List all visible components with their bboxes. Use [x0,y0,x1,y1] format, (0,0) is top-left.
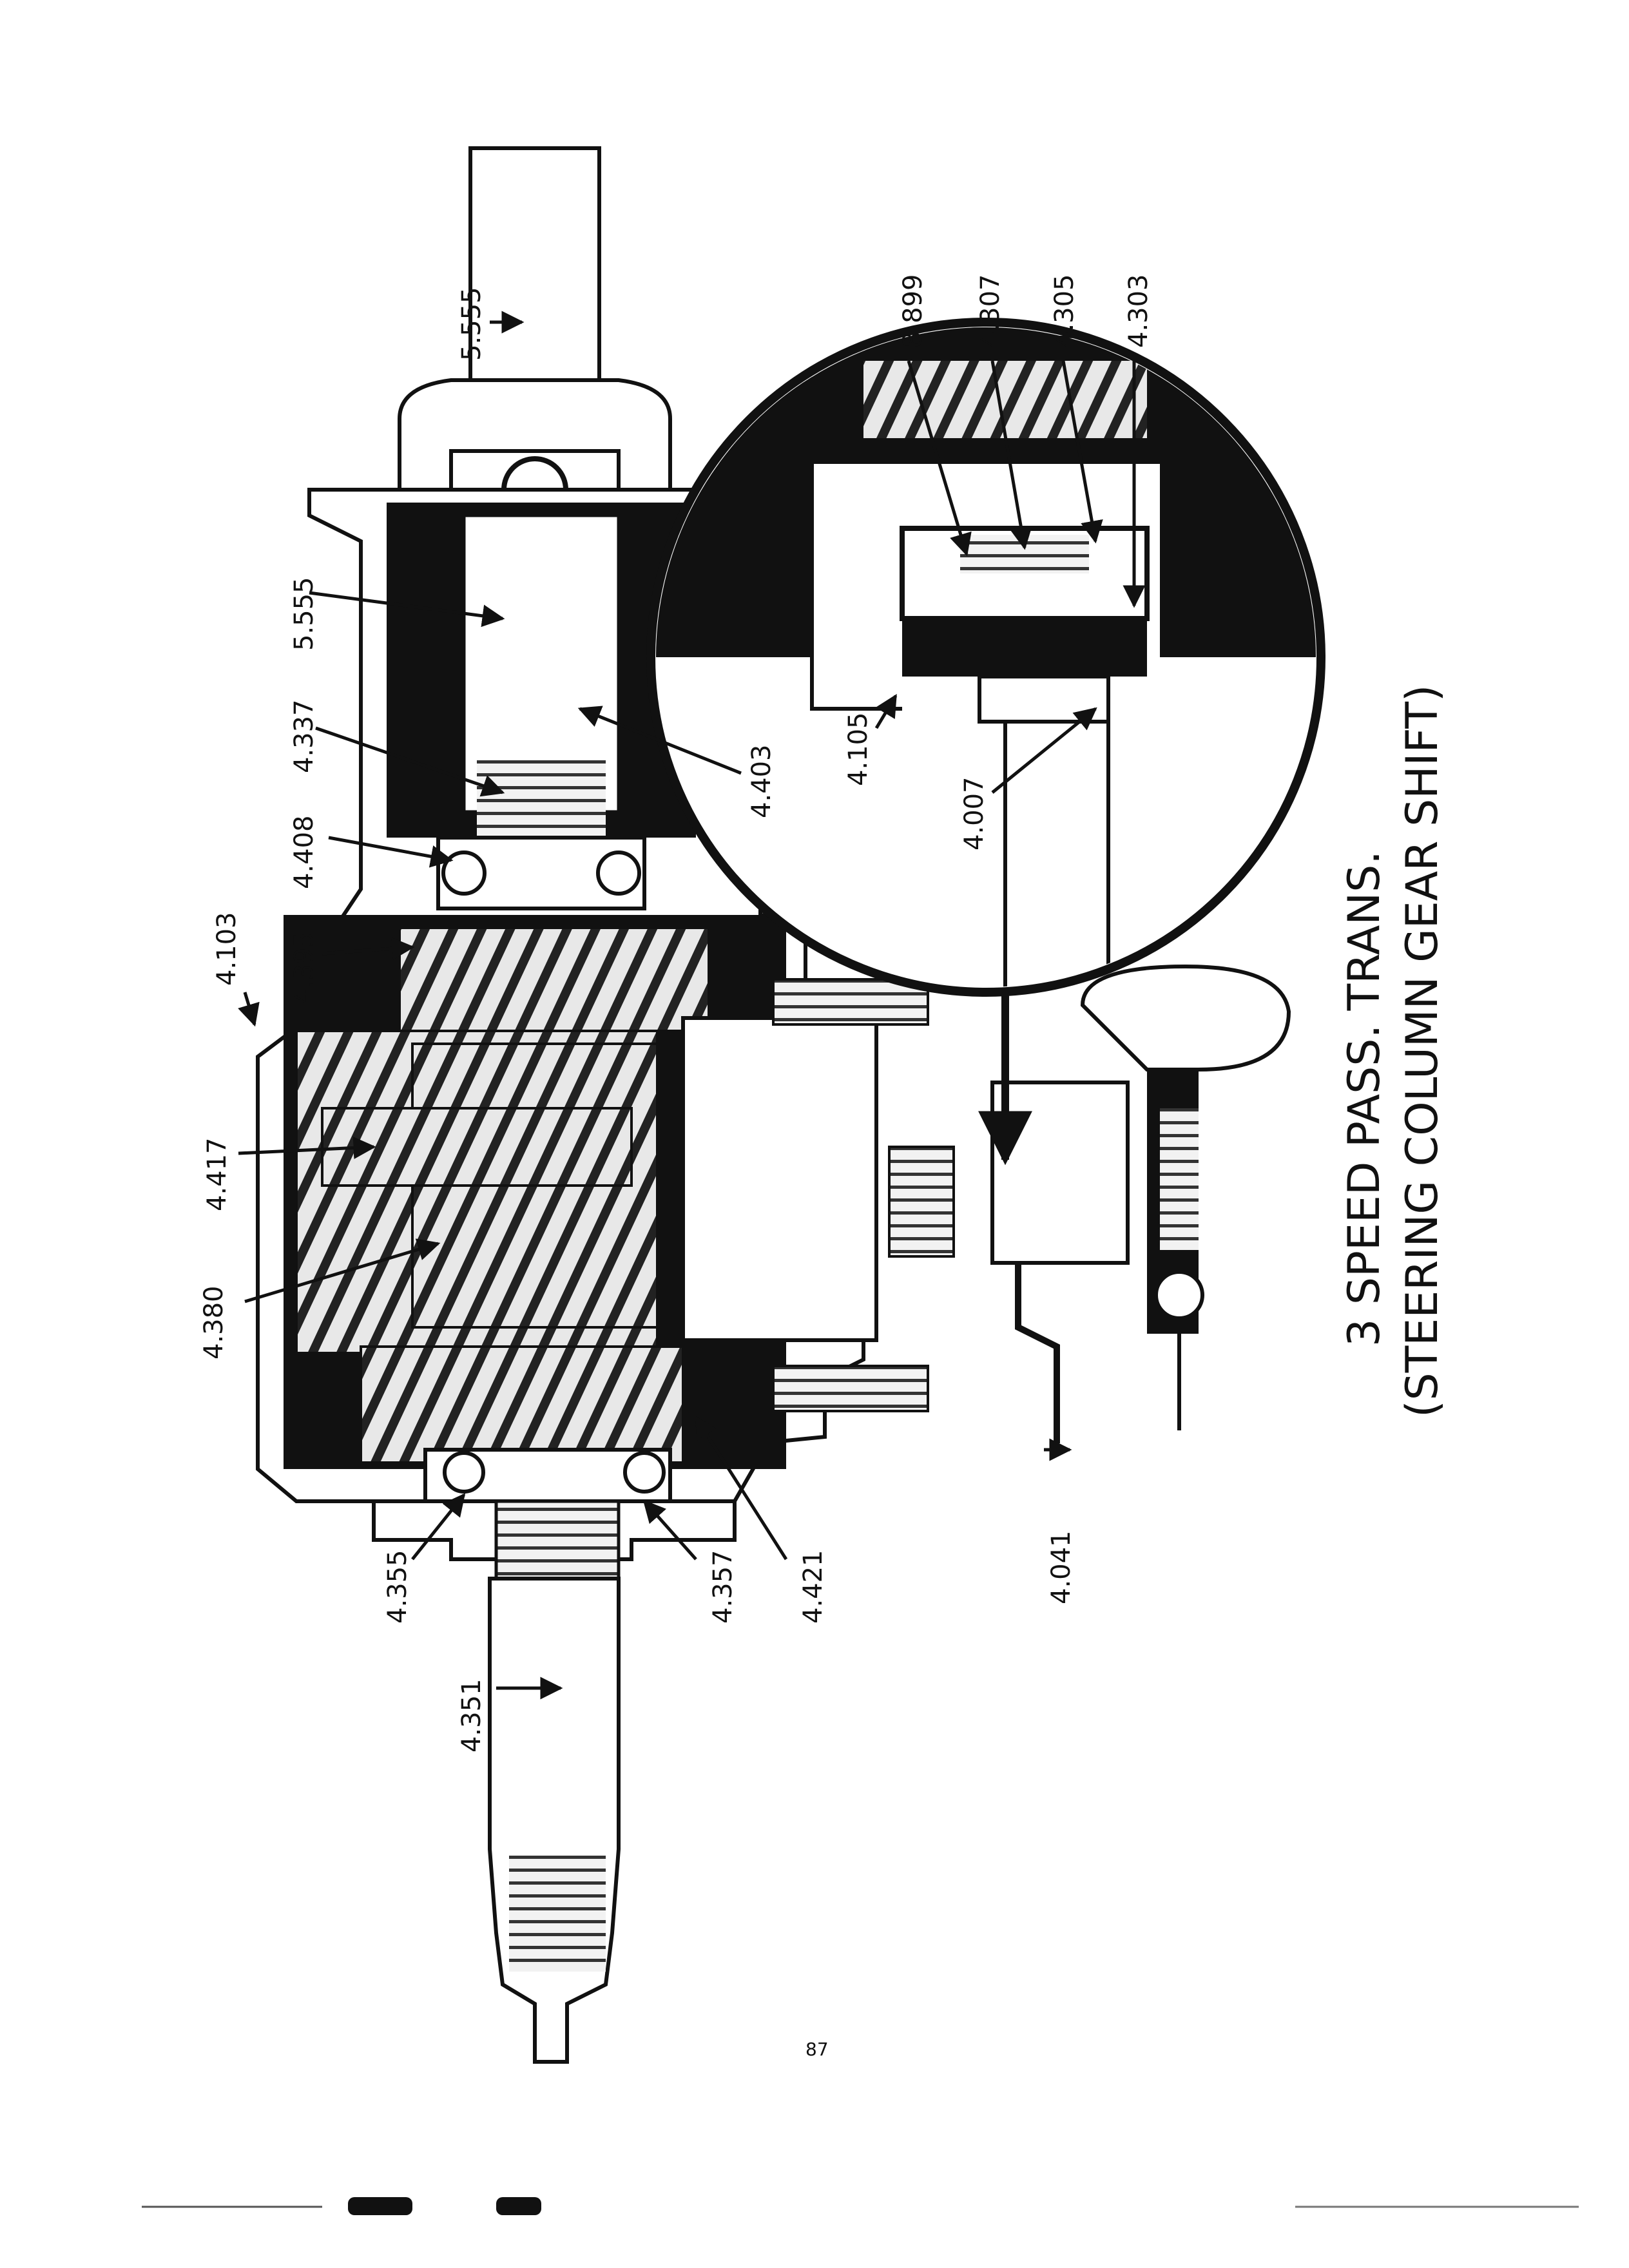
column-nut [1154,1270,1204,1320]
rear-bearing-ball-right [596,850,641,896]
column-shift-splines [1160,1108,1199,1250]
callout-labels: 4.103 4.417 4.380 4.395 4.408 4.337 5.55… [199,274,1153,1753]
callout-4-103: 4.103 [212,912,242,986]
output-shaft [468,146,601,421]
clutch-gear-threads [494,1499,621,1581]
diagram-title: 3 SPEED PASS. TRANS. [1339,850,1390,1347]
callout-4-337: 4.337 [289,699,319,773]
input-shaft [488,1577,621,2064]
callout-4-305: 4.305 [1050,274,1079,348]
second-speed-gear [398,927,710,1032]
shift-lever-stud [888,1146,955,1258]
shift-lever-block [990,1081,1130,1265]
callout-4-351: 4.351 [457,1678,487,1753]
callout-4-105: 4.105 [843,712,873,786]
clutch-sleeve [902,619,1147,677]
first-reverse-gear [360,1345,684,1464]
rear-bearing-ball-left [441,850,487,896]
shift-rod [1015,1263,1060,1443]
callout-4-417: 4.417 [202,1137,232,1211]
steering-column-shift-tube [1080,964,1291,1072]
page-number: 87 [805,2039,829,2060]
callout-5-555-housing: 5.555 [289,577,319,651]
input-shaft-splines [509,1856,606,1972]
callout-4-408: 4.408 [289,815,319,889]
detail-mainshaft [1003,720,1110,987]
callout-4-357: 4.357 [708,1550,738,1624]
front-bearing-ball-left [443,1451,485,1494]
caption: 3 SPEED PASS. TRANS. (STEERING COLUMN GE… [1339,685,1448,1418]
callout-arrows [238,311,1146,1700]
mainshaft-spline [477,760,606,838]
callout-4-403: 4.403 [747,744,776,818]
scan-artifacts [142,2197,1579,2215]
callout-4-395: 4.395 [289,931,319,1005]
callout-4-303: 4.303 [1124,274,1153,348]
diagram-subtitle: (STEERING COLUMN GEAR SHIFT) [1397,685,1448,1418]
callout-4-355: 4.355 [383,1550,412,1624]
callout-4-421: 4.421 [798,1550,828,1624]
front-bearing-ball-right [623,1451,666,1494]
callout-8-899: 8.899 [898,274,928,348]
callout-4-380: 4.380 [199,1285,229,1360]
callout-4-307: 4.307 [976,274,1005,348]
shift-fork-housing [681,1016,878,1342]
callout-5-555-shaft: 5.555 [457,287,487,361]
shift-lever-bolt-lower [772,1365,929,1412]
callout-4-041: 4.041 [1046,1530,1076,1604]
shift-lever-bolt-upper [772,978,929,1026]
callout-4-007: 4.007 [959,776,989,850]
